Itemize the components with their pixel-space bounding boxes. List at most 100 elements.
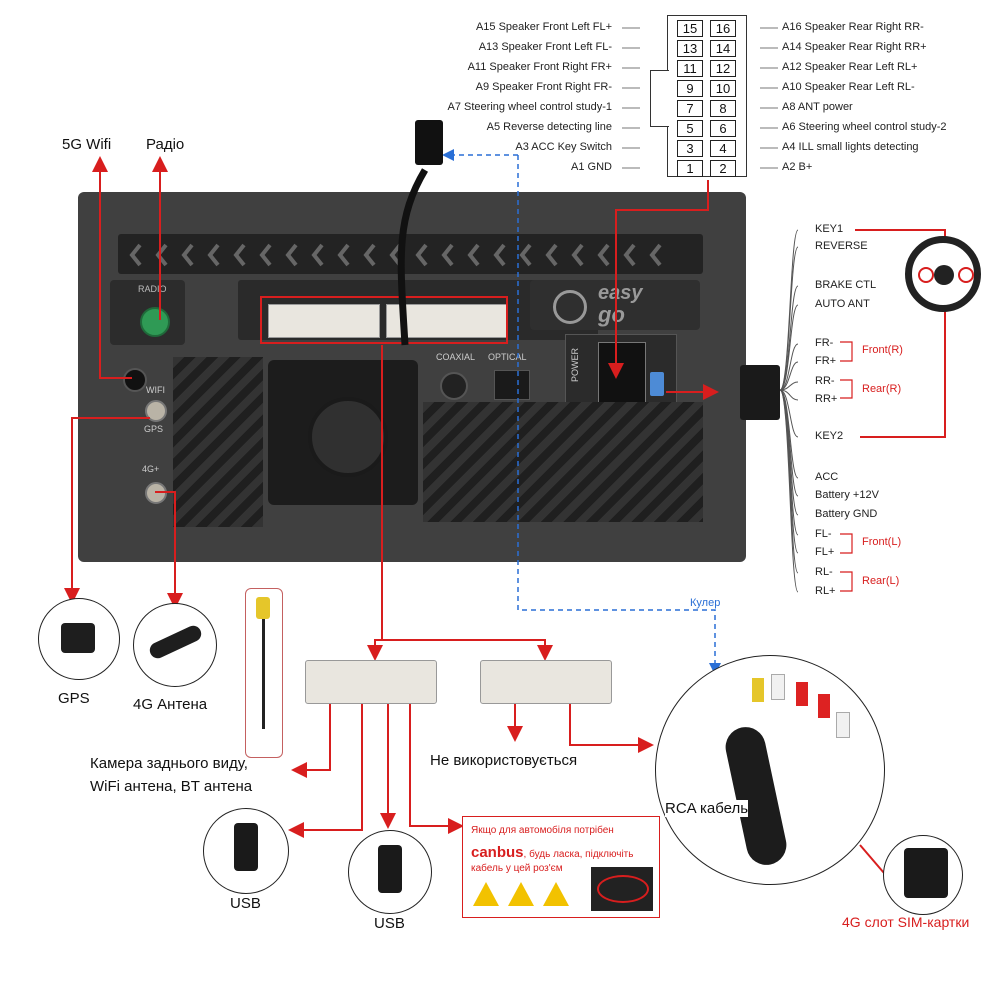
pin-number: 15 — [677, 20, 703, 37]
gps-port-label: GPS — [144, 424, 164, 434]
canbus-note-line2: canbus, будь ласка, підключіть — [471, 844, 633, 861]
pin-number: 3 — [677, 140, 703, 157]
rca-plug-yellow — [752, 678, 764, 702]
wifi-jack[interactable] — [123, 368, 147, 392]
wire-label: RL- — [815, 566, 833, 578]
pin-label-left: A15 Speaker Front Left FL+ — [475, 21, 612, 33]
pin-label-right: A6 Steering wheel control study-2 — [782, 121, 947, 133]
optical-jack[interactable] — [494, 370, 530, 400]
pin-number: 6 — [710, 120, 736, 137]
coaxial-jack[interactable] — [440, 372, 468, 400]
wifi-port-label: WIFI — [146, 385, 165, 395]
usb-label-1: USB — [230, 895, 261, 912]
antenna-4g-body — [147, 623, 204, 661]
pin-number: 1 — [677, 160, 703, 177]
canbus-note-box: Якщо для автомобіля потрібен canbus, буд… — [462, 816, 660, 918]
wire-label: BRAKE CTL — [815, 279, 877, 291]
group-front-r: Front(R) — [862, 344, 903, 356]
usb-label-2: USB — [374, 915, 405, 932]
gps-jack[interactable] — [145, 400, 167, 422]
wire-label: FL+ — [815, 546, 835, 558]
rca-plug-red — [796, 682, 808, 706]
pin-number: 13 — [677, 40, 703, 57]
group-rear-l: Rear(L) — [862, 575, 900, 587]
canbus-note-line3: кабель у цей роз'єм — [471, 863, 563, 874]
canbus-note-line1: Якщо для автомобіля потрібен — [471, 825, 614, 836]
pin-number: 12 — [710, 60, 736, 77]
yellow-rca-plug — [256, 597, 270, 619]
sim-slot-label: 4G слот SIM-картки — [842, 914, 970, 930]
brand-text-1: easy — [598, 282, 643, 304]
optical-label: OPTICAL — [488, 352, 527, 362]
wire-label: ACC — [815, 471, 839, 483]
pin-label-right: A12 Speaker Rear Left RL+ — [782, 61, 918, 73]
coaxial-label: COAXIAL — [436, 352, 476, 362]
cooler-label: Кулер — [690, 597, 721, 609]
wire-label: Battery +12V — [815, 489, 879, 501]
radio-label-callout: Радіо — [146, 136, 185, 153]
group-front-l: Front(L) — [862, 536, 902, 548]
gps-label: GPS — [58, 690, 90, 707]
gps-antenna-body — [61, 623, 95, 653]
pin-label-left: A5 Reverse detecting line — [486, 121, 612, 133]
bottom-connector-1[interactable] — [305, 660, 437, 704]
fuse — [650, 372, 664, 396]
pinout-arrows — [622, 27, 778, 169]
usb-plug-1 — [234, 823, 258, 871]
canbus-connector-highlight — [597, 875, 649, 903]
brand-logo-mark — [553, 290, 587, 324]
group-rear-r: Rear(R) — [862, 383, 902, 395]
steering-button-left — [918, 267, 934, 283]
wire-label: REVERSE — [815, 240, 868, 252]
radio-jack[interactable] — [140, 307, 170, 337]
usb-plug-2 — [378, 845, 402, 893]
rca-cable-image — [655, 655, 885, 885]
wire-label: RL+ — [815, 585, 836, 597]
wire-label: KEY2 — [815, 430, 844, 442]
bottom-connector-2[interactable] — [480, 660, 612, 704]
camera-wire — [262, 619, 265, 729]
gps-antenna-image — [38, 598, 120, 680]
warning-icon — [543, 882, 569, 906]
pin-label-left: A1 GND — [571, 161, 612, 173]
head-unit-back-panel: RADIO WIFI GPS 4G+ easy go COAXIAL OPTIC… — [78, 192, 746, 562]
pin-number: 8 — [710, 100, 736, 117]
rear-camera-label-2: WiFi антена, BT антена — [90, 778, 253, 795]
sim-slot-image — [883, 835, 963, 915]
pin-label-left: A9 Speaker Front Right FR- — [475, 81, 612, 93]
warning-icon — [508, 882, 534, 906]
canbus-connector-photo — [591, 867, 653, 911]
wire-label: RR+ — [815, 393, 838, 405]
sim-slot-body — [904, 848, 948, 898]
pin-number: 16 — [710, 20, 736, 37]
main-connector-left[interactable] — [268, 304, 380, 338]
brand-text-2: go — [598, 302, 625, 327]
pin-number: 7 — [677, 100, 703, 117]
radio-label: RADIO — [138, 284, 167, 294]
wire-label: FR+ — [815, 355, 837, 367]
steering-wheel-hub — [934, 265, 954, 285]
canbus-note-line2-rest: , будь ласка, підключіть — [523, 849, 634, 860]
pin-number: 2 — [710, 160, 736, 177]
rca-plug-red — [818, 694, 830, 718]
rca-cable-label: RCA кабель — [665, 800, 749, 817]
pin-label-left: A13 Speaker Front Left FL- — [478, 41, 612, 53]
pin-label-right: A2 B+ — [782, 161, 813, 173]
antenna-4g-image — [133, 603, 217, 687]
not-used-label: Не використовується — [430, 752, 578, 769]
rear-camera-cable-image — [245, 588, 283, 758]
usb-image-1 — [203, 808, 289, 894]
antenna-4g-label: 4G Антена — [133, 696, 208, 713]
wire-label: Battery GND — [815, 508, 878, 520]
harness-connector[interactable] — [740, 365, 780, 420]
warning-icon — [473, 882, 499, 906]
vent-chevrons — [129, 243, 662, 267]
fourg-port-label: 4G+ — [142, 464, 160, 474]
rear-camera-label-1: Камера заднього виду, — [90, 755, 248, 772]
pin-number: 14 — [710, 40, 736, 57]
side-grille — [423, 402, 703, 522]
pin-label-right: A16 Speaker Rear Right RR- — [782, 21, 924, 33]
fan-hub — [308, 397, 388, 477]
steering-button-right — [958, 267, 974, 283]
